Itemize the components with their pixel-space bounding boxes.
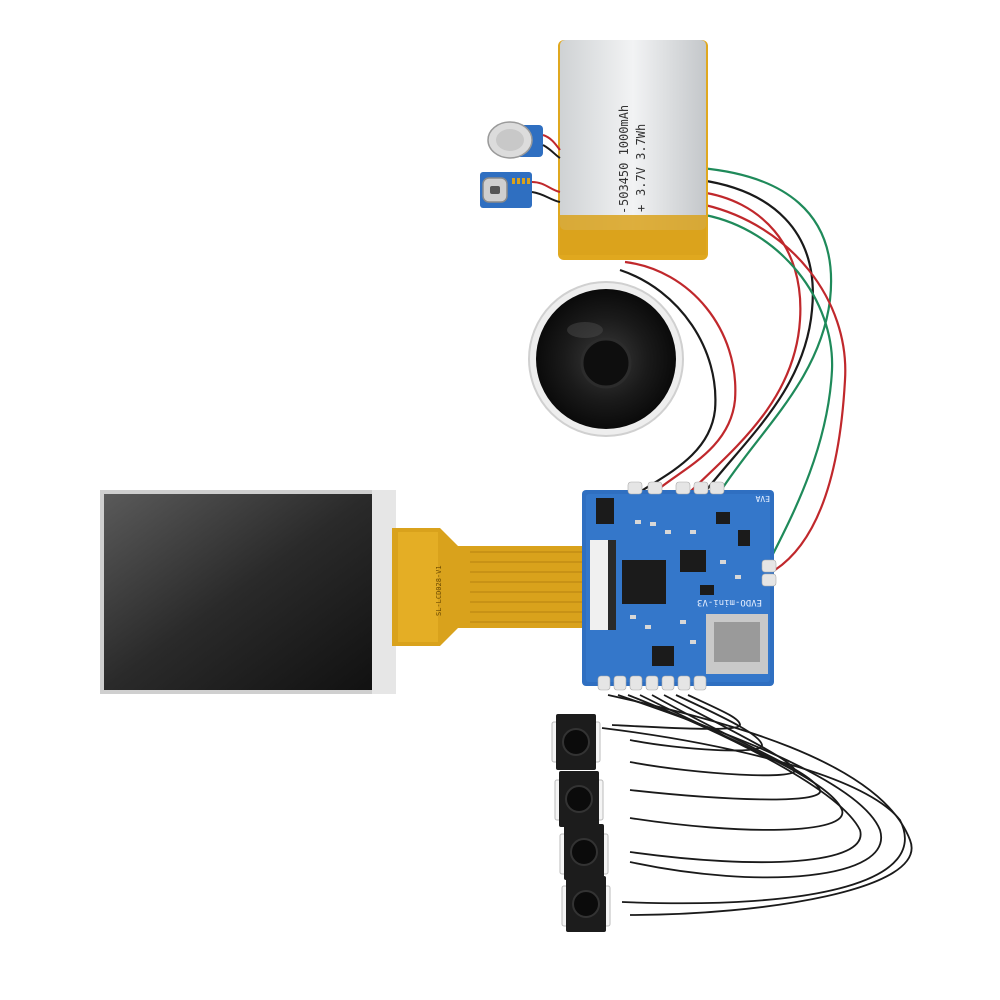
main-chip bbox=[622, 560, 666, 604]
button-4 bbox=[561, 876, 611, 932]
button-3 bbox=[559, 824, 609, 880]
lcd-screen-icon bbox=[104, 494, 372, 690]
battery-model-label: 503450 1000mAh bbox=[617, 105, 631, 206]
main-board: EVDO-mini-V3 EVA bbox=[582, 481, 777, 691]
battery-wires bbox=[689, 166, 847, 571]
lipo-battery-icon: 503450 1000mAh 3.7V 3.7Wh - + bbox=[558, 40, 708, 260]
tactile-button-icon bbox=[572, 890, 600, 918]
vibration-motor-icon bbox=[487, 121, 561, 159]
button-1 bbox=[551, 714, 601, 770]
battery-plus-label: + bbox=[634, 205, 648, 212]
speaker-wires bbox=[619, 260, 737, 493]
fpc-connector bbox=[590, 540, 608, 630]
tactile-button-icon bbox=[565, 785, 593, 813]
usb-c-port-icon bbox=[480, 172, 561, 208]
tactile-button-icon bbox=[570, 838, 598, 866]
button-wires bbox=[601, 694, 913, 916]
fpc-code-label: SL-LCD028-V1 bbox=[435, 565, 443, 616]
board-corner-label: EVA bbox=[755, 494, 770, 503]
board-model-label: EVDO-mini-V3 bbox=[697, 597, 762, 607]
lcd-display bbox=[100, 490, 396, 694]
speaker-icon bbox=[528, 281, 684, 437]
battery-spec-label: 3.7V 3.7Wh bbox=[634, 124, 648, 196]
tactile-button-icon bbox=[562, 728, 590, 756]
fpc-ribbon: SL-LCD028-V1 bbox=[392, 528, 590, 646]
battery-minus-label: - bbox=[617, 207, 631, 214]
button-2 bbox=[554, 771, 604, 827]
